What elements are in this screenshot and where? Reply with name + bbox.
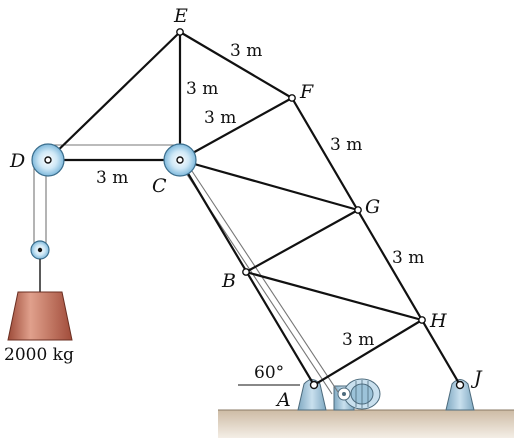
- label-b: B: [221, 270, 236, 292]
- weight-label: 2000 kg: [4, 345, 74, 365]
- dim-ef: 3 m: [230, 41, 262, 61]
- joint-f: [288, 94, 296, 102]
- label-c: C: [152, 175, 167, 197]
- joint-b: [242, 268, 250, 276]
- label-f: F: [299, 81, 314, 103]
- label-h: H: [429, 310, 447, 332]
- ground: [218, 410, 514, 438]
- joints: [176, 28, 465, 390]
- angle-label: 60°: [254, 363, 284, 383]
- joint-j: [455, 380, 465, 390]
- support-j: [445, 379, 475, 411]
- label-j: J: [470, 367, 483, 389]
- joint-a: [309, 380, 319, 390]
- pulley-d: [31, 143, 65, 177]
- label-g: G: [365, 196, 380, 218]
- dim-gh: 3 m: [392, 248, 424, 268]
- dim-ce: 3 m: [186, 79, 218, 99]
- pulley-c: [163, 143, 197, 177]
- label-d: D: [9, 150, 25, 172]
- dim-fg: 3 m: [330, 135, 362, 155]
- dim-dc: 3 m: [96, 168, 128, 188]
- dim-ah: 3 m: [342, 330, 374, 350]
- joint-g: [354, 206, 362, 214]
- dim-cf: 3 m: [204, 108, 236, 128]
- joint-h: [418, 316, 426, 324]
- weight-block: [7, 291, 73, 341]
- label-a: A: [275, 389, 291, 411]
- pulley-lower: [30, 240, 50, 260]
- joint-e: [176, 28, 184, 36]
- label-e: E: [173, 5, 188, 27]
- winch-motor: [333, 378, 381, 411]
- support-a: [297, 379, 327, 411]
- truss-members: [46, 30, 462, 387]
